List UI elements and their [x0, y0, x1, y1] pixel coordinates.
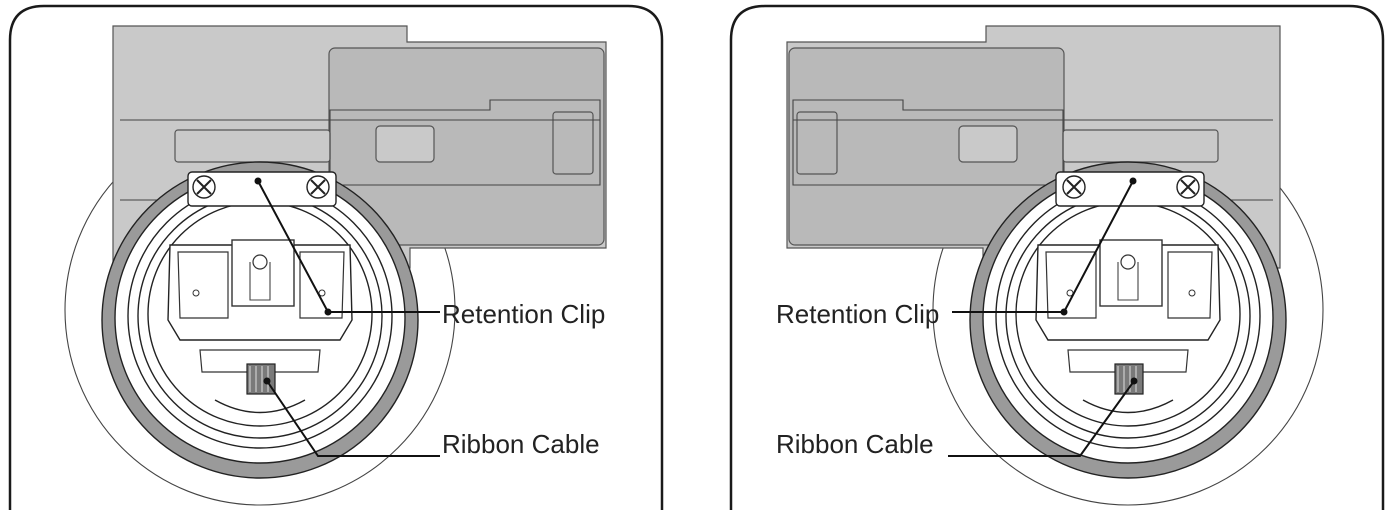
right-plate-slot	[958, 125, 1018, 163]
right-retention-clip-leader	[952, 180, 1134, 313]
left-ribbon-cable-leader	[266, 380, 440, 457]
right-plate-tab	[796, 111, 838, 175]
right-retention-clip-label: Retention Clip	[776, 299, 939, 329]
right-panel: Retention Clip Ribbon Cable	[729, 4, 1385, 510]
right-retention-clip-bar	[1055, 171, 1205, 207]
left-screw-icon	[306, 175, 330, 199]
left-camera-module	[101, 161, 419, 479]
right-camera-module	[969, 161, 1287, 479]
left-panel: Retention Clip Ribbon Cable	[8, 4, 664, 510]
right-ribbon-cable-label: Ribbon Cable	[776, 429, 934, 459]
left-retention-clip-label: Retention Clip	[442, 299, 605, 329]
right-screw-icon	[1176, 175, 1200, 199]
left-plate-tab	[552, 111, 594, 175]
right-ribbon-cable-leader	[948, 380, 1135, 457]
right-screw-icon	[1062, 175, 1086, 199]
left-ribbon-cable-connector	[246, 363, 276, 395]
left-plate-slot	[375, 125, 435, 163]
left-retention-clip-leader	[257, 180, 440, 313]
left-ribbon-cable-label: Ribbon Cable	[442, 429, 600, 459]
left-screw-icon	[192, 175, 216, 199]
